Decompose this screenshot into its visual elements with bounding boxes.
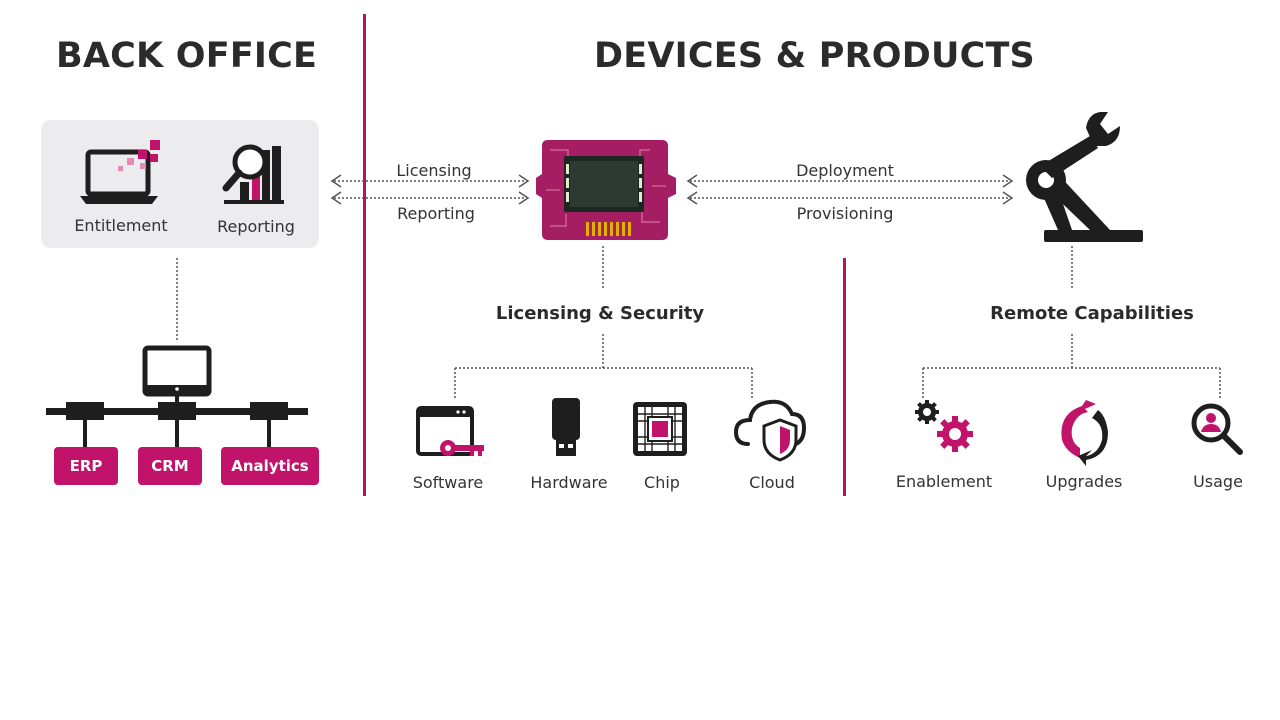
back-office-title: BACK OFFICE [56,36,318,76]
section-divider-left [363,14,366,496]
system-box-analytics: Analytics [221,447,319,485]
flow-label-licensing: Licensing [396,161,472,180]
flow-label-deployment: Deployment [796,161,894,180]
item-label-chip: Chip [644,473,680,492]
reporting-label: Reporting [217,217,295,236]
devices-products-title: DEVICES & PRODUCTS [594,36,1035,76]
flow-label-provisioning: Provisioning [796,204,894,223]
remote-capabilities-heading: Remote Capabilities [990,303,1194,324]
item-label-upgrades: Upgrades [1045,472,1123,491]
system-box-erp: ERP [54,447,118,485]
flow-label-reporting: Reporting [397,204,475,223]
item-label-cloud: Cloud [749,473,795,492]
item-label-enablement: Enablement [895,472,993,491]
system-box-crm: CRM [138,447,202,485]
item-label-hardware: Hardware [530,473,608,492]
item-label-software: Software [412,473,484,492]
licensing-security-heading: Licensing & Security [495,303,705,324]
section-divider-right [843,258,846,496]
entitlement-label: Entitlement [74,216,168,235]
item-label-usage: Usage [1193,472,1243,491]
